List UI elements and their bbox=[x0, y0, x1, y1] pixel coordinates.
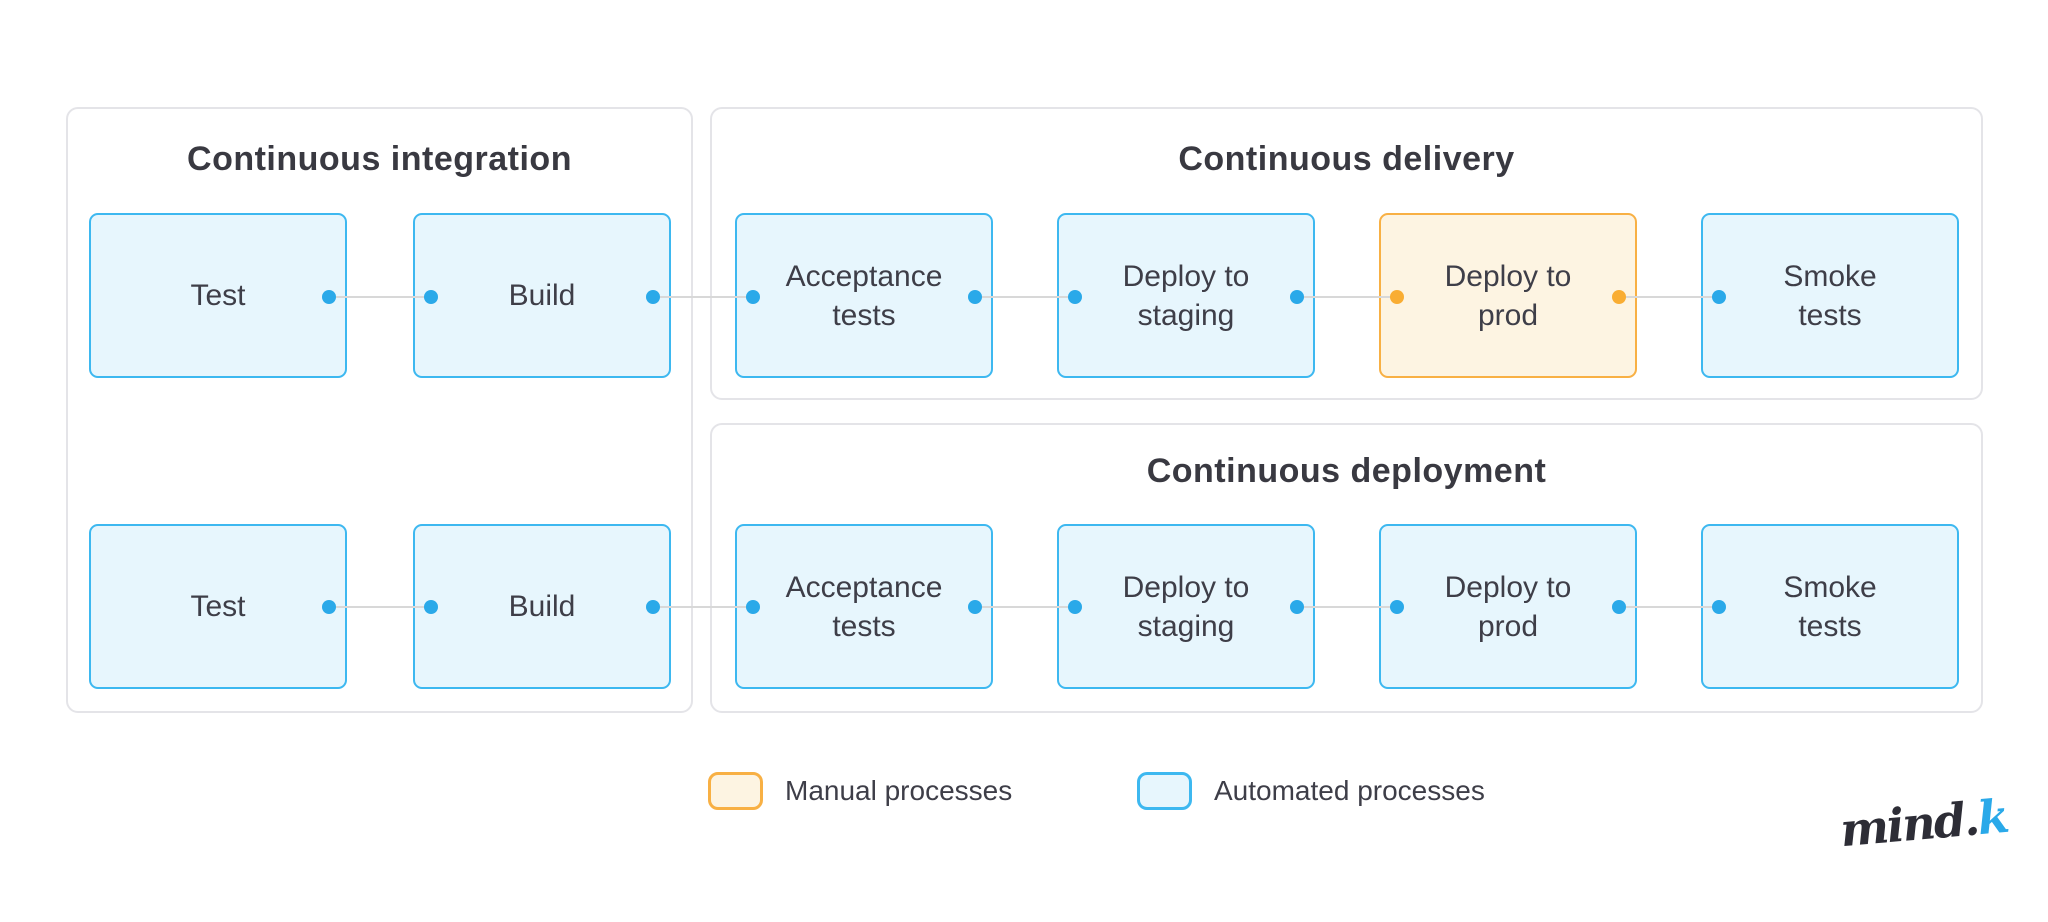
stage-box-test-row2: Test bbox=[89, 524, 347, 689]
stage-box-deploy-staging-delivery: Deploy to staging bbox=[1057, 213, 1315, 378]
stage-label-deploy-staging: Deploy to staging bbox=[1123, 257, 1250, 335]
mindk-logo: mind.k bbox=[1838, 789, 2010, 857]
stage-label-line: prod bbox=[1477, 609, 1539, 643]
connector-line bbox=[1619, 606, 1719, 608]
connector-dot bbox=[1712, 600, 1726, 614]
connector-dot bbox=[1612, 600, 1626, 614]
stage-label-acceptance-tests: Acceptance tests bbox=[786, 568, 943, 646]
connector-dot bbox=[1712, 290, 1726, 304]
stage-box-deploy-staging-deployment: Deploy to staging bbox=[1057, 524, 1315, 689]
connector-line bbox=[975, 296, 1075, 298]
stage-box-deploy-prod-manual-delivery: Deploy to prod bbox=[1379, 213, 1637, 378]
connector-dot-manual bbox=[1612, 290, 1626, 304]
stage-label-line: Smoke bbox=[1783, 259, 1877, 293]
stage-label-line: staging bbox=[1137, 609, 1235, 643]
stage-label-smoke-tests: Smoke tests bbox=[1783, 568, 1876, 646]
stage-box-acceptance-tests-delivery: Acceptance tests bbox=[735, 213, 993, 378]
connector-dot bbox=[1068, 600, 1082, 614]
stage-box-smoke-tests-delivery: Smoke tests bbox=[1701, 213, 1959, 378]
legend-item-automated: Automated processes bbox=[1137, 772, 1485, 810]
logo-text-accent: k bbox=[1975, 788, 2010, 846]
stage-label-acceptance-tests: Acceptance tests bbox=[786, 257, 943, 335]
connector-dot bbox=[1290, 600, 1304, 614]
stage-label-line: Test bbox=[190, 279, 246, 312]
stage-box-build-row2: Build bbox=[413, 524, 671, 689]
connector-dot bbox=[968, 600, 982, 614]
panel-title-continuous-deployment: Continuous deployment bbox=[1146, 452, 1547, 490]
stage-label-line: Build bbox=[508, 590, 576, 623]
connector-dot bbox=[1290, 290, 1304, 304]
stage-label-test: Test bbox=[190, 276, 245, 315]
stage-box-smoke-tests-deployment: Smoke tests bbox=[1701, 524, 1959, 689]
stage-label-line: tests bbox=[1798, 609, 1862, 643]
stage-label-deploy-staging: Deploy to staging bbox=[1123, 568, 1250, 646]
panel-title-continuous-delivery: Continuous delivery bbox=[1178, 140, 1515, 178]
connector-dot bbox=[1068, 290, 1082, 304]
legend-label-manual: Manual processes bbox=[785, 775, 1013, 806]
stage-label-deploy-prod: Deploy to prod bbox=[1445, 568, 1572, 646]
stage-label-build: Build bbox=[509, 587, 576, 626]
stage-label-line: Build bbox=[508, 279, 576, 312]
stage-label-line: Acceptance bbox=[785, 570, 943, 604]
connector-dot bbox=[424, 600, 438, 614]
connector-line bbox=[653, 606, 753, 608]
stage-label-line: Deploy to bbox=[1122, 570, 1250, 604]
stage-label-smoke-tests: Smoke tests bbox=[1783, 257, 1876, 335]
stage-box-test-row1: Test bbox=[89, 213, 347, 378]
connector-line bbox=[1297, 606, 1397, 608]
connector-dot bbox=[968, 290, 982, 304]
stage-box-acceptance-tests-deployment: Acceptance tests bbox=[735, 524, 993, 689]
stage-label-line: staging bbox=[1137, 298, 1235, 332]
connector-dot bbox=[1390, 600, 1404, 614]
connector-line bbox=[1297, 296, 1397, 298]
connector-dot bbox=[646, 290, 660, 304]
legend-swatch-automated bbox=[1137, 772, 1192, 810]
connector-dot bbox=[746, 290, 760, 304]
connector-line bbox=[329, 606, 431, 608]
stage-label-line: tests bbox=[832, 609, 896, 643]
legend-item-manual: Manual processes bbox=[708, 772, 1012, 810]
connector-dot bbox=[322, 600, 336, 614]
stage-box-build-row1: Build bbox=[413, 213, 671, 378]
stage-label-line: prod bbox=[1477, 298, 1539, 332]
connector-dot bbox=[424, 290, 438, 304]
stage-label-line: Test bbox=[190, 590, 246, 623]
connector-dot-manual bbox=[1390, 290, 1404, 304]
connector-dot bbox=[646, 600, 660, 614]
connector-line bbox=[329, 296, 431, 298]
stage-label-line: tests bbox=[1798, 298, 1862, 332]
legend-label-automated: Automated processes bbox=[1214, 775, 1485, 806]
stage-label-build: Build bbox=[509, 276, 576, 315]
stage-label-test: Test bbox=[190, 587, 245, 626]
panel-title-continuous-integration: Continuous integration bbox=[187, 140, 572, 178]
stage-label-line: Acceptance bbox=[785, 259, 943, 293]
legend-swatch-manual bbox=[708, 772, 763, 810]
stage-label-line: Deploy to bbox=[1122, 259, 1250, 293]
connector-line bbox=[1619, 296, 1719, 298]
stage-label-line: Deploy to bbox=[1444, 570, 1572, 604]
connector-line bbox=[653, 296, 753, 298]
logo-text-dark: mind. bbox=[1837, 791, 1980, 858]
connector-line bbox=[975, 606, 1075, 608]
connector-dot bbox=[322, 290, 336, 304]
stage-label-line: Deploy to bbox=[1444, 259, 1572, 293]
stage-box-deploy-prod-deployment: Deploy to prod bbox=[1379, 524, 1637, 689]
stage-label-line: Smoke bbox=[1783, 570, 1877, 604]
stage-label-deploy-prod: Deploy to prod bbox=[1445, 257, 1572, 335]
stage-label-line: tests bbox=[832, 298, 896, 332]
connector-dot bbox=[746, 600, 760, 614]
